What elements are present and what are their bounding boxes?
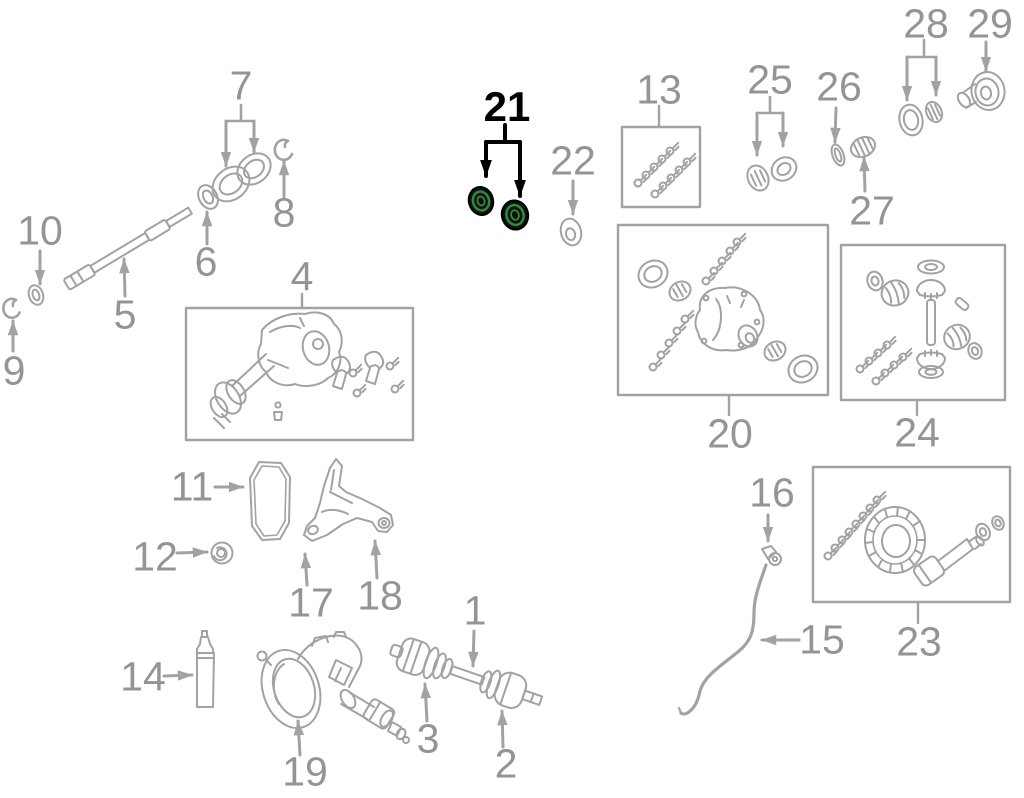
part-7-label: 7 bbox=[229, 62, 253, 109]
part-19-label: 19 bbox=[282, 748, 328, 795]
part-23-ring-pinion-drawing bbox=[823, 490, 1005, 587]
part-1-label: 1 bbox=[463, 587, 487, 634]
part-22-label: 22 bbox=[550, 137, 596, 184]
part-6-label: 6 bbox=[194, 238, 218, 285]
part-9-label: 9 bbox=[2, 347, 26, 394]
part-14-label: 14 bbox=[120, 653, 166, 700]
part-4-axle-assembly-drawing bbox=[209, 311, 405, 429]
part-11-gasket-drawing bbox=[249, 461, 291, 541]
part-7-bearings-drawing bbox=[211, 152, 272, 203]
part-15-hose-drawing bbox=[677, 563, 768, 716]
part-23-label: 23 bbox=[896, 618, 942, 665]
part-26-roller-drawing bbox=[830, 143, 846, 167]
part-4-label: 4 bbox=[290, 253, 314, 300]
group-boxes bbox=[184, 125, 1012, 604]
part-21-seals-drawing bbox=[467, 186, 530, 231]
part-18-label: 18 bbox=[357, 572, 403, 619]
box-part-24 bbox=[839, 243, 1007, 402]
part-15-label: 15 bbox=[799, 616, 845, 663]
box-part-4 bbox=[184, 306, 415, 442]
part-20-label: 20 bbox=[707, 410, 753, 457]
part-10-ring-drawing bbox=[27, 284, 45, 306]
part-24-gear-kit-drawing bbox=[855, 259, 983, 386]
part-14-sealant-tube-drawing bbox=[196, 630, 215, 708]
part-10-label: 10 bbox=[17, 207, 63, 254]
part-16-sensor-drawing bbox=[761, 545, 782, 566]
part-13-label: 13 bbox=[636, 66, 682, 113]
part-6-ring-drawing bbox=[197, 184, 219, 210]
part-29-flange-drawing bbox=[956, 71, 1006, 111]
part-17-18-bracket-drawing bbox=[303, 458, 394, 542]
part-25-label: 25 bbox=[747, 56, 793, 103]
part-29-label: 29 bbox=[967, 0, 1013, 47]
box-part-23 bbox=[811, 465, 1012, 604]
part-8-snap-ring-drawing bbox=[273, 138, 294, 162]
part-5-label: 5 bbox=[113, 291, 137, 338]
part-21-leader-bracket bbox=[480, 123, 526, 198]
part-26-label: 26 bbox=[816, 63, 862, 110]
part-27-gear-drawing bbox=[849, 135, 877, 159]
part-21-label-highlighted: 21 bbox=[483, 83, 531, 130]
part-1-2-3-cv-axle-drawing bbox=[389, 637, 544, 709]
part-12-label: 12 bbox=[132, 533, 178, 580]
part-27-label: 27 bbox=[849, 187, 895, 234]
part-3-label: 3 bbox=[416, 715, 440, 762]
part-12-plug-drawing bbox=[210, 541, 234, 565]
part-25-bearings-drawing bbox=[746, 156, 798, 192]
part-20-diff-case-drawing bbox=[637, 232, 819, 384]
part-28-label: 28 bbox=[903, 0, 949, 47]
box-part-20 bbox=[616, 223, 830, 397]
leader-arrows bbox=[7, 38, 992, 757]
part-24-label: 24 bbox=[894, 409, 940, 456]
part-13-bolts-drawing bbox=[633, 141, 697, 199]
part-11-label: 11 bbox=[170, 463, 214, 510]
part-17-label: 17 bbox=[288, 579, 334, 626]
part-19-axle-housing-drawing bbox=[256, 631, 410, 744]
box-part-13 bbox=[620, 125, 702, 209]
part-9-snap-ring-drawing bbox=[2, 297, 21, 320]
part-5-shaft-drawing bbox=[63, 206, 193, 291]
part-22-ring-drawing bbox=[559, 217, 583, 247]
part-28-bearing-drawing bbox=[898, 100, 944, 137]
part-2-label: 2 bbox=[494, 740, 518, 787]
part-8-label: 8 bbox=[272, 189, 296, 236]
part-16-label: 16 bbox=[749, 469, 795, 516]
